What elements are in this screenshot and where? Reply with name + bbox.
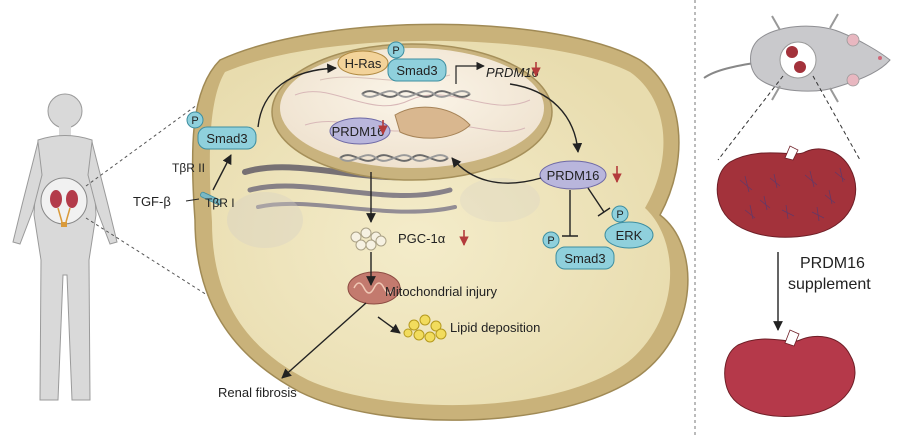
human-kidney-right — [66, 190, 78, 208]
smad3-nuclear-label: Smad3 — [396, 63, 437, 78]
arrow-to-fibrosis — [281, 302, 367, 379]
renal-fibrosis-label: Renal fibrosis — [218, 385, 297, 400]
smad3-inhibited: Smad3 P — [542, 231, 615, 270]
phospho-label-erk: P — [616, 209, 623, 221]
hras-label: H-Ras — [345, 56, 382, 71]
arrow-smad3-to-nucleus — [257, 63, 337, 128]
inhibit-smad3 — [562, 190, 578, 237]
phospho-badge-nuclear — [387, 41, 405, 59]
phospho-label-nuclear: P — [392, 45, 399, 57]
pgc1a-label: PGC-1α — [398, 231, 446, 246]
mito-injury-label: Mitochondrial injury — [385, 284, 497, 299]
mouse-zoom-line-left — [717, 75, 784, 161]
human-figure — [12, 93, 118, 401]
supplement-label-line1: PRDM16 — [800, 255, 865, 272]
smad3-inhibited-label: Smad3 — [564, 251, 605, 266]
fibrotic-kidney — [716, 145, 857, 238]
prdm16-cyto-label: PRDM16 — [547, 168, 600, 183]
erk-node — [604, 221, 654, 249]
tgfb-label: TGF-β — [133, 194, 171, 209]
arrow-prdm16-to-nucleus — [451, 157, 542, 184]
inhibit-erk — [587, 187, 611, 217]
arrow-receptor-to-smad3 — [212, 154, 232, 191]
prdm16-nuclear-node — [329, 117, 391, 145]
supplement-label-line2: supplement — [788, 276, 871, 293]
golgi-ghost — [227, 178, 540, 248]
cell — [191, 23, 689, 421]
mouse-zoom-line-right — [812, 75, 861, 161]
tgfb-receptor: TβR II TβR I TGF-β — [133, 161, 235, 210]
healthy-kidney — [724, 329, 856, 417]
arrow-to-lipid — [377, 316, 401, 334]
smad3-inhibited-node — [555, 246, 615, 270]
mouse — [703, 13, 891, 103]
human-kidney-left — [50, 190, 62, 208]
hras-node — [337, 50, 389, 76]
dna-helix-middle — [339, 154, 449, 162]
arrow-gene-to-prdm16 — [509, 83, 583, 153]
zoom-line-top — [85, 93, 213, 187]
phospho-label-cyto: P — [191, 115, 198, 127]
lipid-droplets — [403, 314, 447, 343]
tgfb-binding-line — [185, 198, 200, 202]
phospho-badge-smad3-inhibited — [542, 231, 560, 249]
smad3-cytoplasmic: Smad3 P — [186, 111, 257, 150]
prdm16-gene-label: PRDM16 — [486, 65, 540, 80]
phospho-badge-erk — [611, 205, 629, 223]
prdm16-nuclear-label: PRDM16 — [332, 124, 385, 139]
prdm16-cytoplasmic: PRDM16 — [539, 160, 622, 190]
phospho-badge-cyto — [186, 111, 204, 129]
tbr2-label: TβR II — [172, 161, 205, 175]
prdm16-nuclear: PRDM16 — [329, 117, 391, 145]
phospho-label-smad3-inhibited: P — [547, 235, 554, 247]
dna-helix-top — [361, 90, 471, 98]
prdm16-cyto-node — [539, 160, 607, 190]
nucleus — [271, 43, 553, 181]
smad3-cyto-label: Smad3 — [206, 131, 247, 146]
pgc1a-beads — [350, 227, 387, 251]
mouse-kidney-left — [786, 46, 798, 58]
mouse-body — [750, 25, 891, 92]
zoom-line-bottom — [85, 217, 263, 331]
smad3-nuclear-node — [387, 58, 447, 82]
transcription-start-arrow — [455, 61, 485, 84]
lipid-label: Lipid deposition — [450, 320, 540, 335]
mouse-kidney-right — [794, 61, 806, 73]
mitochondrion — [347, 271, 401, 305]
hras-complex: H-Ras Smad3 P — [337, 41, 447, 82]
erk: ERK P — [604, 205, 654, 249]
erk-label: ERK — [616, 228, 643, 243]
tbr1-label: TβR I — [205, 196, 235, 210]
smad3-cyto-node — [197, 126, 257, 150]
